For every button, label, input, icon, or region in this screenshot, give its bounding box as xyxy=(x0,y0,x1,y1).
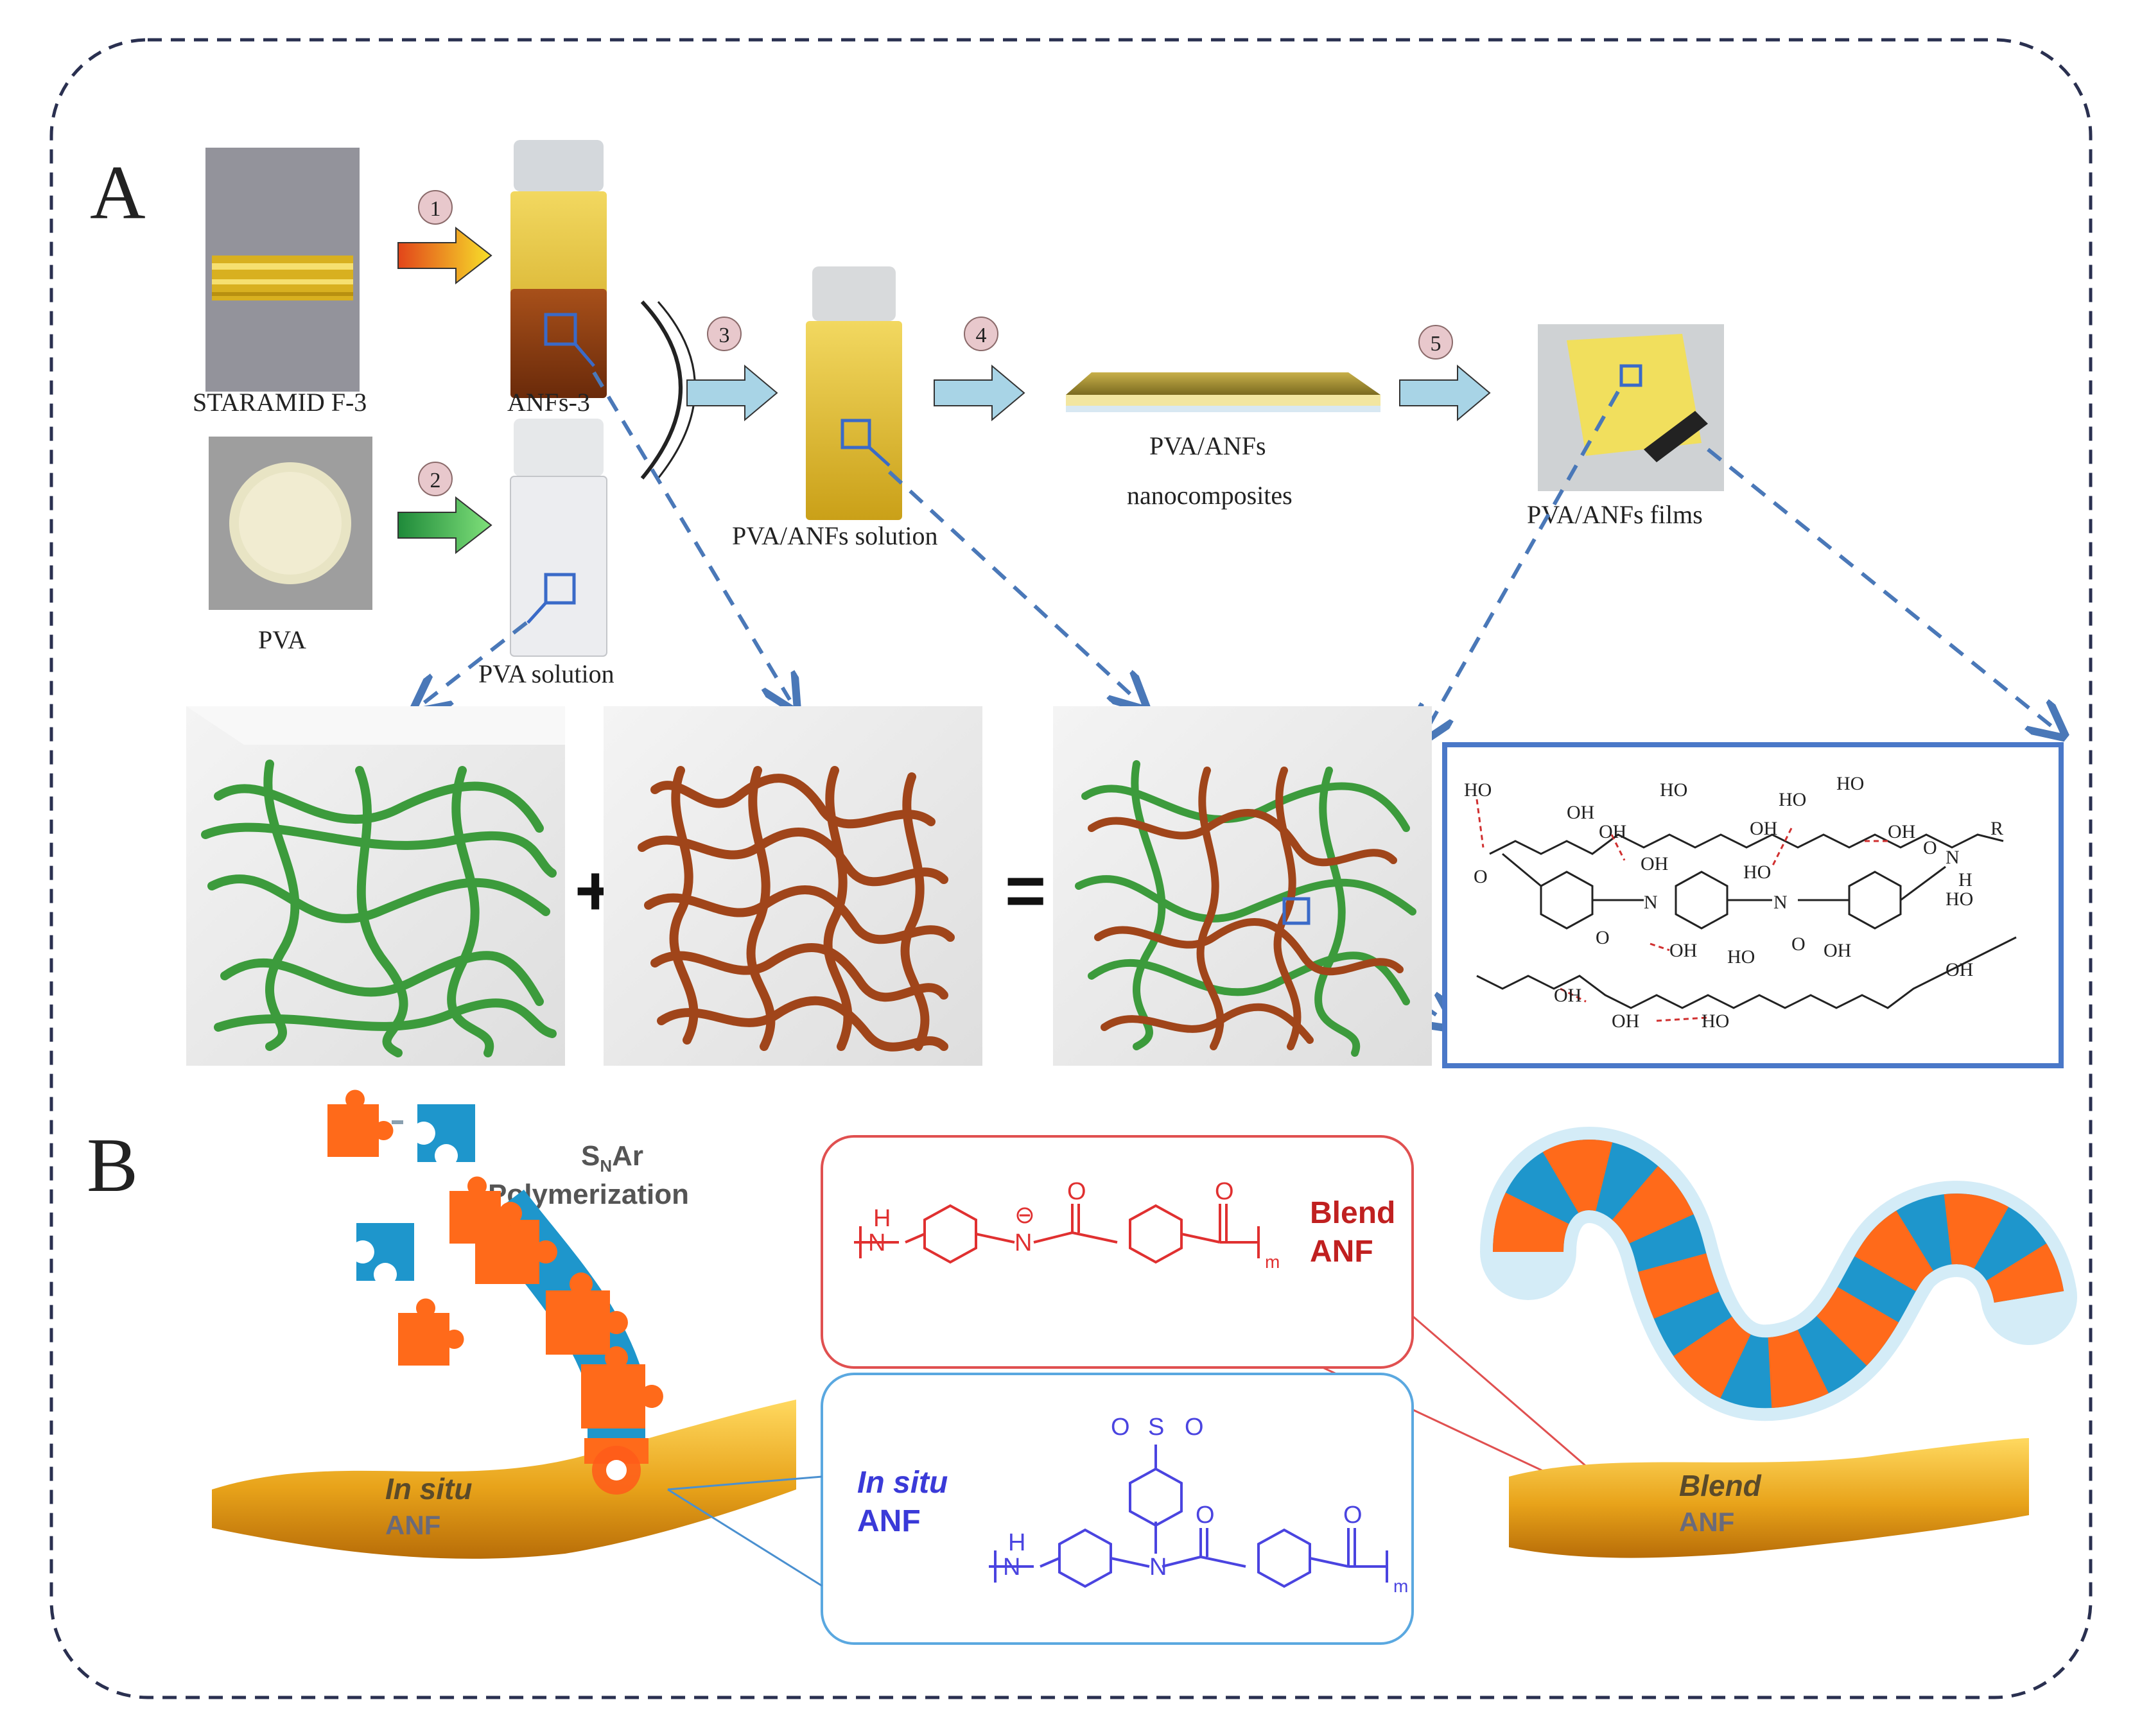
mixed-network-box xyxy=(1053,706,1432,1066)
chem-oh-5: OH xyxy=(1888,821,1915,842)
blend-title-2: ANF xyxy=(1310,1235,1373,1269)
chem-o-1: O xyxy=(1474,866,1488,887)
step-2-marker: 2 xyxy=(418,462,453,496)
pva-network-box xyxy=(186,706,565,1066)
chemistry-box: HO OH HO OH OH OH HO HO OH HO HO N N N H… xyxy=(1442,742,2064,1068)
chem-ho-2: HO xyxy=(1660,779,1687,801)
pva-solution-label: PVA solution xyxy=(478,659,614,688)
step-3-marker: 3 xyxy=(707,317,742,351)
puzzle-chain xyxy=(475,1189,663,1495)
outer-border xyxy=(49,38,2093,1699)
pva-photo xyxy=(209,437,372,610)
blend-m: m xyxy=(1265,1252,1280,1272)
chem-ho-6: HO xyxy=(1946,889,1973,910)
chem-ho-1: HO xyxy=(1464,779,1492,801)
insitu-n-2: N xyxy=(1149,1554,1167,1581)
step-4-marker: 4 xyxy=(964,317,998,351)
insitu-h: H xyxy=(1008,1529,1025,1556)
chem-oh-3: OH xyxy=(1641,853,1668,874)
blend-o-1: O xyxy=(1067,1178,1086,1205)
pva-anfs-solution-vial xyxy=(806,266,902,520)
panel-b-label-text: B xyxy=(87,1122,138,1208)
anfs-vial xyxy=(510,140,607,398)
blend-o-2: O xyxy=(1215,1178,1234,1205)
film-photo xyxy=(1538,324,1724,491)
staramid-label: STARAMID F-3 xyxy=(193,388,367,417)
insitu-n-1: N xyxy=(1003,1554,1020,1581)
step-1-marker: 1 xyxy=(418,190,453,225)
insitu-anf-callout: H N N S O O O O m In situ ANF xyxy=(667,1373,1414,1645)
chem-ho-5: HO xyxy=(1743,862,1771,883)
insitu-o-4: O xyxy=(1343,1502,1363,1529)
panel-a-label: A xyxy=(90,150,146,235)
chem-o-3: O xyxy=(1791,933,1806,955)
chem-o-2: O xyxy=(1596,927,1610,948)
svg-text:3: 3 xyxy=(719,324,730,347)
chem-oh-8: OH xyxy=(1554,985,1581,1006)
chem-o-4: O xyxy=(1923,837,1937,858)
anfs-label: ANFs-3 xyxy=(507,388,590,417)
chem-n-1: N xyxy=(1644,892,1658,913)
pva-solution-vial xyxy=(510,419,607,657)
chem-oh-6: OH xyxy=(1669,940,1697,961)
blend-anf-fiber xyxy=(1509,1438,2029,1558)
step-3-arrow xyxy=(686,364,778,422)
chem-ho-4: HO xyxy=(1836,773,1864,794)
snar-label: SNAr xyxy=(581,1140,643,1176)
blend-wavy-chain xyxy=(1480,1127,2077,1421)
insitu-s: S xyxy=(1148,1414,1164,1441)
chem-oh-10: OH xyxy=(1612,1011,1639,1032)
blend-n-2: N xyxy=(1014,1229,1032,1256)
blend-n-1: N xyxy=(868,1229,885,1256)
chem-ho-3: HO xyxy=(1779,789,1806,810)
insitu-o-1: O xyxy=(1111,1414,1130,1441)
chem-oh-2: OH xyxy=(1567,802,1594,823)
free-monomers xyxy=(327,1089,516,1366)
chem-n-3: N xyxy=(1946,847,1960,868)
blend-anf-callout: H N ⊖ N O O m Blend ANF xyxy=(821,1135,1651,1523)
blend-title-1: Blend xyxy=(1310,1196,1395,1230)
chem-n-2: N xyxy=(1773,892,1788,913)
fiber-right-line2: ANF xyxy=(1679,1507,1734,1537)
films-label: PVA/ANFs films xyxy=(1527,500,1703,529)
fiber-left-line2: ANF xyxy=(385,1510,440,1540)
step-1-arrow xyxy=(397,226,492,285)
svg-text:5: 5 xyxy=(1431,332,1441,356)
chem-oh-9: OH xyxy=(1946,959,1973,980)
staramid-photo xyxy=(205,148,360,392)
chem-ho-8: HO xyxy=(1702,1011,1729,1032)
fiber-left-line1: In situ xyxy=(385,1472,472,1506)
step-5-arrow xyxy=(1399,364,1491,422)
nanocomposites-label-1: PVA/ANFs xyxy=(1149,431,1266,460)
insitu-anf-fiber xyxy=(212,1400,796,1559)
insitu-m: m xyxy=(1393,1576,1408,1596)
insitu-title-1: In situ xyxy=(857,1466,948,1500)
chem-h-1: H xyxy=(1958,869,1972,890)
insitu-title-2: ANF xyxy=(857,1504,921,1538)
pva-label: PVA xyxy=(258,625,306,654)
chem-oh-1: OH xyxy=(1599,821,1626,842)
step-5-marker: 5 xyxy=(1418,325,1453,360)
fiber-right-line1: Blend xyxy=(1679,1469,1762,1502)
nanocomposite-sheet xyxy=(1066,372,1380,412)
step-2-arrow xyxy=(397,496,492,555)
pva-anfs-solution-label: PVA/ANFs solution xyxy=(732,521,937,550)
chem-r-1: R xyxy=(1990,818,2003,839)
svg-text:1: 1 xyxy=(430,197,441,221)
step-4-arrow xyxy=(934,364,1025,422)
blend-charge: ⊖ xyxy=(1014,1202,1035,1229)
insitu-o-2: O xyxy=(1185,1414,1204,1441)
equals-operator: = xyxy=(1005,851,1046,930)
chem-oh-7: OH xyxy=(1824,940,1851,961)
svg-text:2: 2 xyxy=(430,469,441,492)
nanocomposites-label-2: nanocomposites xyxy=(1127,481,1293,510)
anf-network-box xyxy=(604,706,982,1066)
chem-oh-4: OH xyxy=(1750,818,1777,839)
merge-bracket xyxy=(640,300,683,480)
blend-h: H xyxy=(873,1205,891,1232)
insitu-o-3: O xyxy=(1196,1502,1215,1529)
svg-text:4: 4 xyxy=(976,324,987,347)
chem-ho-7: HO xyxy=(1727,946,1755,968)
